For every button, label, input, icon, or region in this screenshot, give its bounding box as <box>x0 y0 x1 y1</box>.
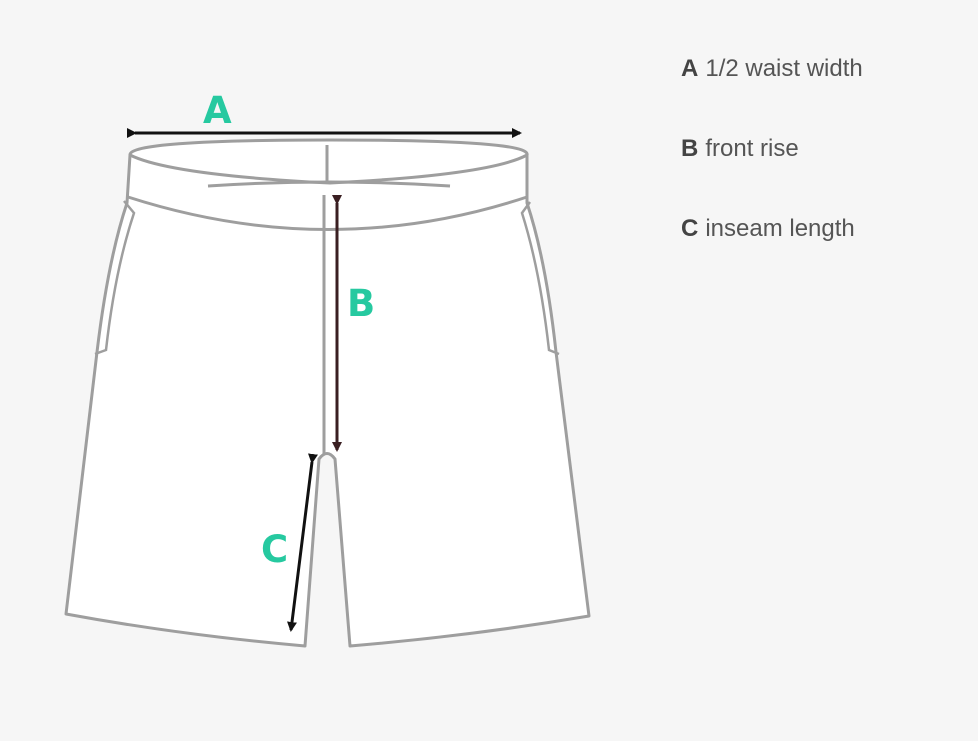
right-pocket <box>520 201 560 356</box>
left-pocket <box>94 200 136 356</box>
inseam-length-arrow <box>287 453 318 632</box>
label-a: A <box>203 89 232 132</box>
legend-key: C <box>681 215 699 242</box>
waistband-inner <box>207 180 451 188</box>
shorts-measurement-diagram: A B C <box>64 89 591 648</box>
waistband-bottom-seam <box>127 195 528 231</box>
label-b: B <box>347 282 375 325</box>
legend-text: 1/2 waist width <box>705 55 863 82</box>
legend-text: front rise <box>705 135 799 162</box>
waistband-top <box>128 138 529 185</box>
label-c: C <box>261 528 288 571</box>
legend-text: inseam length <box>705 215 855 242</box>
legend-key: B <box>681 135 699 162</box>
legend-key: A <box>681 55 699 82</box>
shorts-illustration: A B C <box>64 89 591 648</box>
